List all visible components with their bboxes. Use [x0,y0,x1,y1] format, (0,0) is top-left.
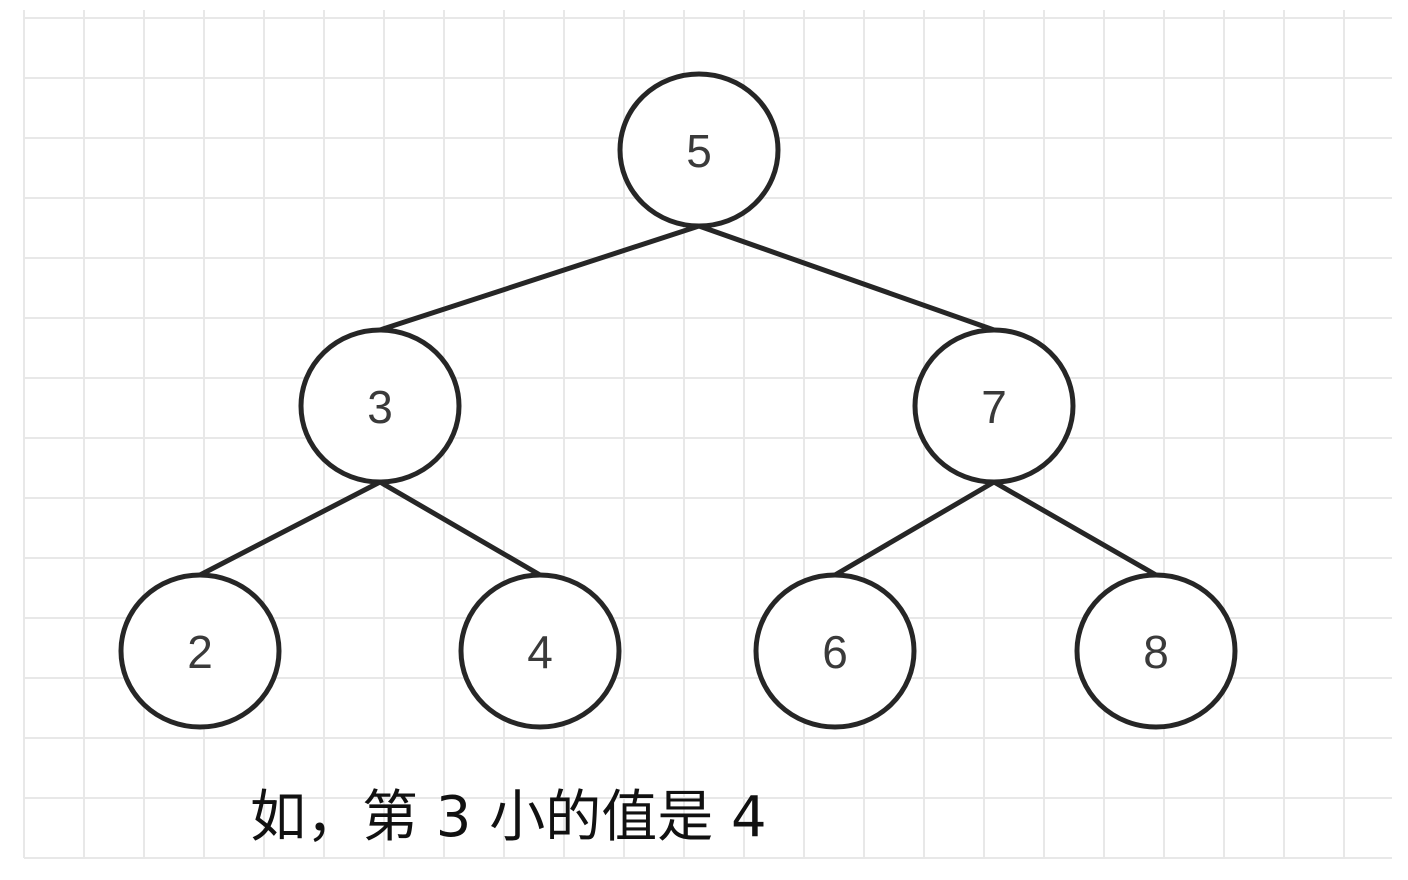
node-circle [458,572,622,730]
edge-n3-n4 [377,479,543,578]
tree-node-6: 6 [753,572,917,730]
node-label: 2 [187,626,213,678]
node-circle [912,327,1076,485]
node-circle [298,327,462,485]
node-label: 5 [686,125,712,177]
node-circle [1074,572,1238,730]
edge-n7-n6 [832,479,997,578]
node-circle [617,71,781,229]
tree-node-2: 2 [118,572,282,730]
node-label: 7 [981,381,1007,433]
edge-n5-n7 [696,223,997,333]
edge-n3-n2 [197,479,383,578]
tree-node-4: 4 [458,572,622,730]
node-label: 3 [367,381,393,433]
node-label: 8 [1143,626,1169,678]
caption-text: 如，第 3 小的值是 4 [250,785,767,850]
node-label: 4 [527,626,553,678]
edge-n5-n3 [377,223,702,333]
tree-node-3: 3 [298,327,462,485]
node-circle [753,572,917,730]
tree-node-5: 5 [617,71,781,229]
node-circle [118,572,282,730]
tree-node-8: 8 [1074,572,1238,730]
tree-node-7: 7 [912,327,1076,485]
node-label: 6 [822,626,848,678]
edge-n7-n8 [991,479,1159,578]
tree-edges [197,223,1159,578]
tree-nodes: 5 3 7 2 4 6 8 [118,71,1238,730]
